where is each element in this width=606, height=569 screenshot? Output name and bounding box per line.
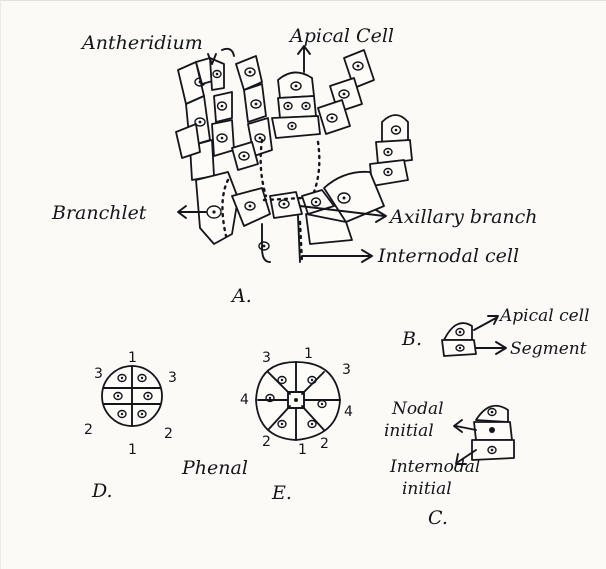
d-number-right-bottom: 2 — [164, 426, 173, 442]
e-number-3-left: 3 — [262, 350, 271, 366]
label-c-internodal-initial: initial — [402, 479, 452, 499]
e-number-2-right: 2 — [320, 436, 329, 452]
label-axillary-branch: Axillary branch — [388, 206, 538, 228]
d-number-bottom: 1 — [128, 442, 137, 458]
label-c-internodal: Internodal — [389, 457, 480, 477]
figure-b-apex — [442, 316, 506, 356]
arrow-internodal-cell — [302, 250, 372, 262]
e-number-1-top: 1 — [304, 346, 313, 362]
d-number-left-bottom: 2 — [84, 422, 93, 438]
label-internodal-cell: Internodal cell — [377, 245, 519, 267]
d-number-right-top: 3 — [168, 370, 177, 386]
e-number-1-bottom: 1 — [298, 442, 307, 458]
e-number-4-left: 4 — [240, 392, 249, 408]
arrow-b-segment — [476, 342, 506, 354]
e-number-2-left: 2 — [262, 434, 271, 450]
label-branchlet: Branchlet — [51, 202, 147, 224]
figure-c-letter: C. — [428, 507, 448, 529]
d-number-top: 1 — [128, 350, 137, 366]
figure-a-thallus — [176, 50, 412, 262]
figure-c-apex — [454, 406, 514, 464]
caption-phenal: Phenal — [181, 457, 248, 479]
figure-d-letter: D. — [91, 480, 113, 502]
label-c-nodal: Nodal — [391, 399, 444, 419]
arrow-b-apical — [474, 316, 498, 330]
arrow-apical-cell — [298, 46, 310, 72]
figure-a-labels: Antheridium Apical Cell Branchlet Axilla… — [51, 25, 538, 307]
figure-a-letter: A. — [230, 285, 252, 307]
label-c-nodal-initial: initial — [384, 421, 434, 441]
d-number-left-top: 3 — [94, 366, 103, 382]
figure-e-letter: E. — [271, 482, 292, 504]
label-apical-cell: Apical Cell — [288, 25, 394, 47]
label-antheridium: Antheridium — [80, 32, 203, 54]
figure-e-node — [256, 362, 340, 440]
figure-d-node — [102, 366, 162, 426]
e-number-3-right: 3 — [342, 362, 351, 378]
arrow-c-nodal — [454, 420, 476, 432]
label-b-apical-cell: Apical cell — [498, 306, 590, 326]
arrow-antheridium — [222, 49, 234, 56]
label-b-segment: Segment — [510, 339, 587, 359]
figure-b-letter: B. — [401, 328, 422, 350]
e-number-4-right: 4 — [344, 404, 353, 420]
